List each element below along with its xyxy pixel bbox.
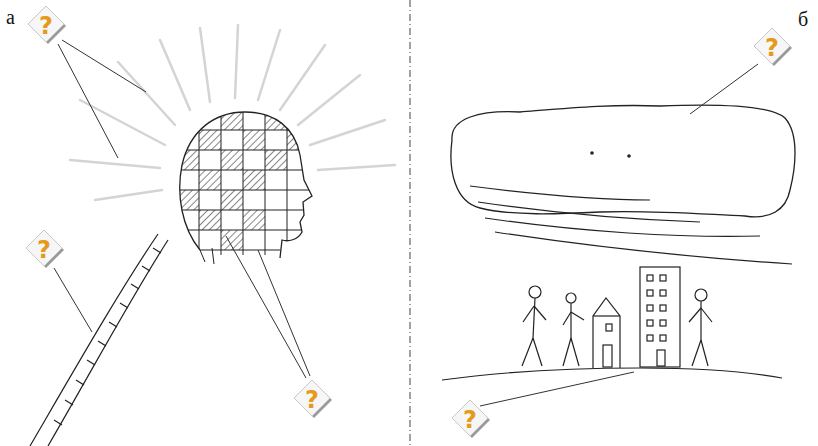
- panel-divider: [410, 0, 411, 446]
- head-outline: [180, 112, 312, 258]
- panel-letter: б: [798, 8, 808, 31]
- question-badge: ?: [448, 398, 492, 442]
- head-grid: [170, 100, 320, 260]
- leader-line: [54, 40, 310, 378]
- question-badge: ?: [22, 228, 66, 272]
- question-mark: ?: [750, 26, 794, 70]
- town: [442, 267, 782, 380]
- cloud-eye: [627, 154, 631, 158]
- leader-line: [480, 64, 758, 406]
- cloud-arcs: [470, 186, 792, 264]
- question-mark: ?: [290, 378, 334, 422]
- question-badge: ?: [750, 26, 794, 70]
- neck-lines: [200, 248, 214, 264]
- question-mark: ?: [24, 4, 68, 48]
- question-mark: ?: [22, 228, 66, 272]
- question-badge: ?: [24, 4, 68, 48]
- ladder-strip: [30, 234, 168, 446]
- question-mark: ?: [448, 398, 492, 442]
- panel-letter: а: [6, 6, 15, 29]
- question-badge: ?: [290, 378, 334, 422]
- cloud: [451, 105, 795, 217]
- cloud-eye: [590, 151, 594, 155]
